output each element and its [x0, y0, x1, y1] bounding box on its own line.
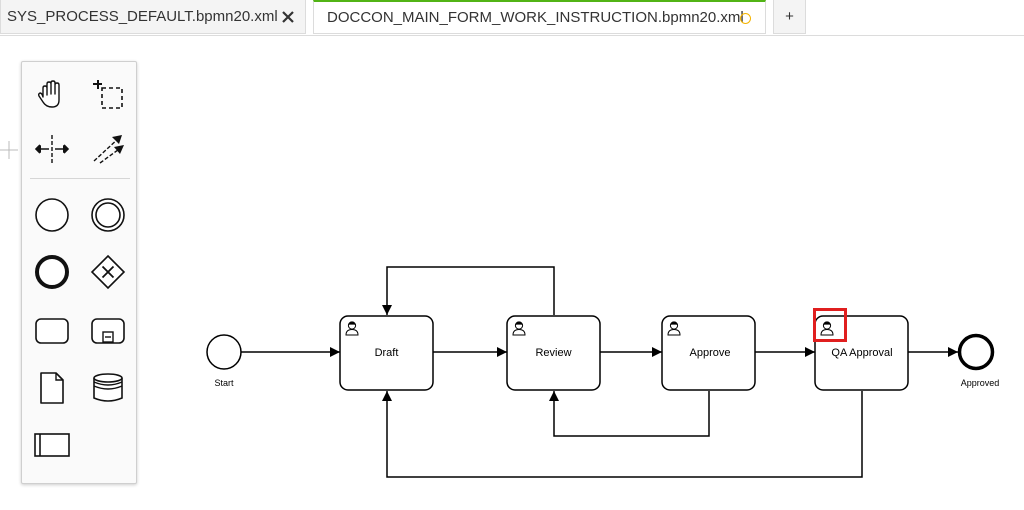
intermediate-event-icon	[91, 198, 125, 232]
unsaved-indicator-icon	[740, 13, 751, 24]
subprocess-tool[interactable]	[86, 309, 130, 353]
user-task-icon	[343, 319, 361, 337]
pool-icon	[34, 433, 70, 457]
intermediate-event-tool[interactable]	[86, 193, 130, 237]
user-task-icon	[510, 319, 528, 337]
task-tool[interactable]	[30, 309, 74, 353]
data-store-icon	[93, 373, 123, 402]
flow-approve-review[interactable]	[549, 391, 710, 437]
tab-doccon-main-form[interactable]: DOCCON_MAIN_FORM_WORK_INSTRUCTION.bpmn20…	[313, 0, 766, 34]
pool-tool[interactable]	[30, 423, 74, 467]
lasso-icon	[93, 80, 123, 109]
data-object-icon	[40, 372, 64, 404]
tab-bar-divider	[0, 35, 1024, 36]
new-tab-button[interactable]: +	[773, 0, 806, 34]
start-event-icon	[35, 198, 69, 232]
data-object-tool[interactable]	[30, 366, 74, 410]
flow-review-draft[interactable]	[382, 266, 555, 315]
start-event-label: Start	[214, 378, 234, 388]
tab-sys-process-default[interactable]: SYS_PROCESS_DEFAULT.bpmn20.xml	[0, 0, 306, 34]
tool-palette	[21, 61, 137, 484]
task-review[interactable]: Review	[506, 315, 601, 391]
end-event[interactable]: Approved	[957, 333, 1000, 389]
task-label: Approve	[690, 347, 731, 359]
hand-tool[interactable]	[30, 72, 74, 116]
gateway-icon	[90, 254, 126, 290]
palette-separator	[30, 178, 130, 179]
tab-bar: SYS_PROCESS_DEFAULT.bpmn20.xml DOCCON_MA…	[0, 0, 1024, 36]
task-label: QA Approval	[831, 347, 892, 359]
lasso-tool[interactable]	[86, 72, 130, 116]
highlight-box	[813, 308, 847, 342]
end-event-label: Approved	[961, 378, 1000, 388]
task-icon	[35, 318, 69, 344]
end-event-icon	[35, 255, 69, 289]
global-connect-tool[interactable]	[86, 127, 130, 171]
task-draft[interactable]: Draft	[339, 315, 434, 391]
start-event[interactable]: Start	[206, 334, 242, 388]
data-store-tool[interactable]	[86, 366, 130, 410]
task-label: Review	[535, 347, 571, 359]
crosshair-icon	[0, 141, 18, 159]
tab-label: DOCCON_MAIN_FORM_WORK_INSTRUCTION.bpmn20…	[327, 9, 744, 26]
tab-label: SYS_PROCESS_DEFAULT.bpmn20.xml	[7, 8, 278, 25]
diagram-canvas[interactable]: Start Approved Draft Review Approve QA A…	[0, 36, 1024, 510]
gateway-tool[interactable]	[86, 250, 130, 294]
space-tool[interactable]	[30, 127, 74, 171]
connect-icon	[93, 135, 124, 164]
close-icon[interactable]	[281, 10, 295, 24]
hand-icon	[37, 80, 60, 108]
user-task-icon	[665, 319, 683, 337]
subprocess-icon	[91, 318, 125, 344]
flow-qa-draft[interactable]	[382, 391, 863, 478]
task-label: Draft	[375, 347, 399, 359]
end-event-tool[interactable]	[30, 250, 74, 294]
start-event-tool[interactable]	[30, 193, 74, 237]
space-tool-icon	[34, 135, 70, 163]
task-qa-approval[interactable]: QA Approval	[814, 315, 909, 391]
task-approve[interactable]: Approve	[661, 315, 756, 391]
sequence-flows	[241, 266, 958, 478]
